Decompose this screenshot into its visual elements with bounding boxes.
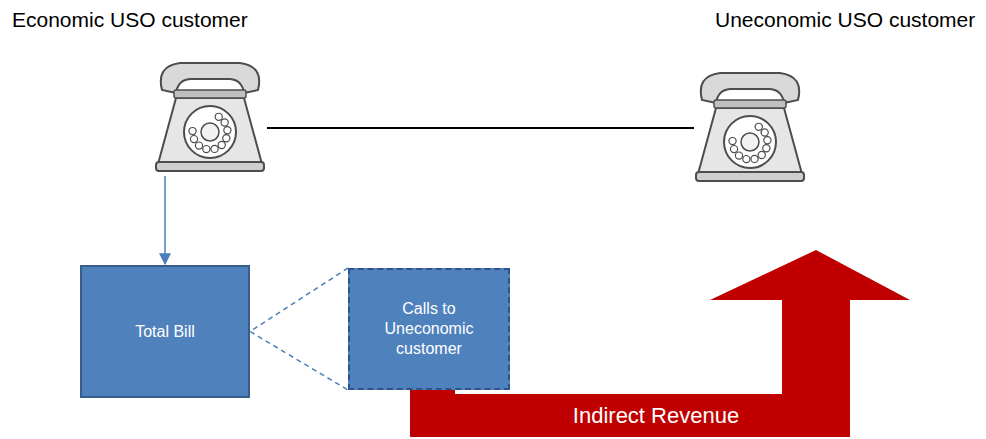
callout-lines — [250, 268, 348, 390]
customer-phone: Economic USO customer — [155, 56, 267, 176]
phone-line — [267, 127, 694, 129]
bill-box: Total Bill — [80, 265, 250, 398]
customer-phone: Uneconomic USO customer — [694, 66, 806, 245]
customer-heading: Economic USO customer — [12, 8, 248, 32]
customer-heading: Uneconomic USO customer — [715, 8, 975, 32]
call-share-box: Calls to Uneconomic customer — [348, 268, 510, 390]
bill-arrow — [164, 176, 166, 264]
arrow-label: Indirect Revenue — [573, 403, 739, 429]
telephone-icon — [156, 63, 264, 171]
box-label: Calls to Uneconomic customer — [358, 299, 500, 359]
telephone-icon — [696, 73, 804, 181]
box-label: Total Bill — [135, 322, 195, 342]
